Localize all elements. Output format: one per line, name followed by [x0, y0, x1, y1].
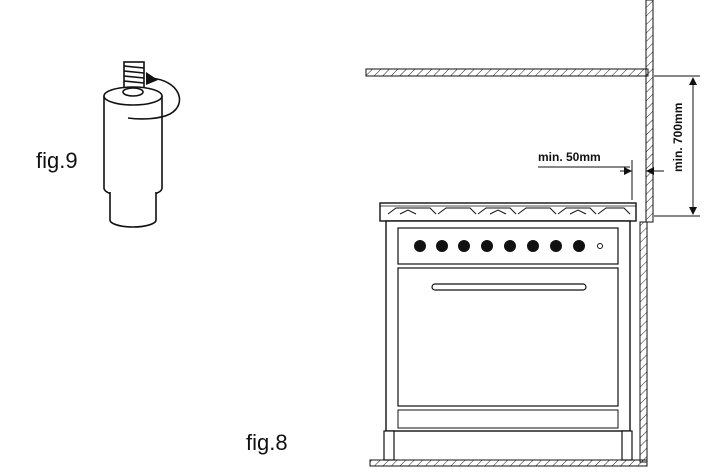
control-knobs	[414, 240, 585, 252]
side-wall-lower	[639, 221, 648, 463]
dimension-700mm	[654, 75, 700, 217]
knob	[414, 240, 426, 252]
knob	[550, 240, 562, 252]
door-handle	[431, 283, 587, 291]
knob	[436, 240, 448, 252]
knob	[527, 240, 539, 252]
knob	[481, 240, 493, 252]
knob	[458, 240, 470, 252]
dimension-50mm	[538, 160, 664, 200]
wall-cabinet	[365, 68, 649, 77]
side-wall	[645, 0, 654, 223]
threaded-stud	[123, 61, 145, 89]
indicator-light	[597, 243, 603, 249]
foot-base	[109, 192, 157, 228]
floor	[369, 459, 648, 467]
oven-door	[397, 267, 619, 407]
cooker	[379, 202, 637, 461]
knob	[573, 240, 585, 252]
min-side-clearance-label: min. 50mm	[538, 150, 601, 164]
fig9-label: fig.9	[36, 148, 78, 173]
cooker-leg-left	[383, 430, 395, 461]
cooker-plinth	[397, 409, 619, 429]
adjustable-foot-drawing	[103, 61, 181, 228]
cooker-leg-right	[621, 430, 633, 461]
fig8-label: fig.8	[246, 430, 288, 455]
rotation-arrow	[127, 77, 181, 120]
min-top-clearance-label: min. 700mm	[671, 102, 685, 172]
foot-cylinder	[103, 96, 163, 198]
knob	[504, 240, 516, 252]
pan-supports	[387, 207, 631, 215]
